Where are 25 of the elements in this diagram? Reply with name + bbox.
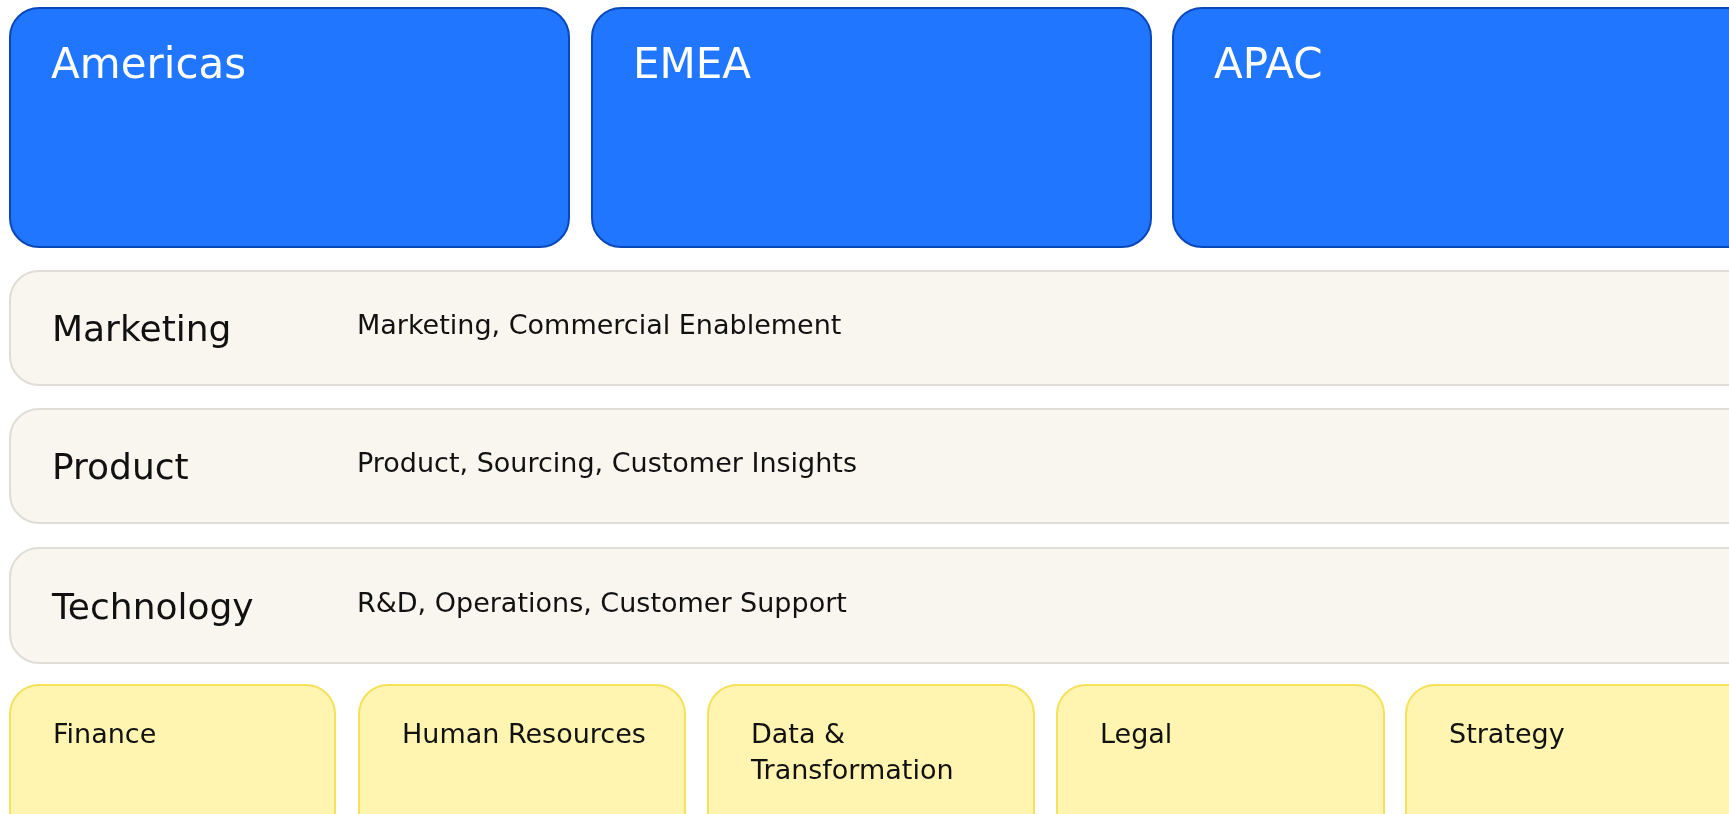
region-title: EMEA [633,39,752,88]
function-label: Data & Transformation [751,717,955,787]
department-band [9,547,1729,664]
region-title: Americas [51,39,247,88]
function-label: Legal [1100,717,1174,751]
band-heading: Product [52,445,189,487]
department-band [9,270,1729,386]
function-card [1056,684,1385,814]
region-card [591,7,1152,248]
band-description: Marketing, Commercial Enablement [357,309,842,341]
region-card [1172,7,1729,248]
region-card [9,7,570,248]
function-label: Strategy [1449,717,1566,751]
function-card [358,684,686,814]
region-title: APAC [1214,39,1323,88]
function-card [1405,684,1729,814]
function-card [707,684,1035,814]
function-card [9,684,336,814]
function-label: Finance [53,717,158,751]
band-heading: Marketing [52,307,232,349]
band-heading: Technology [52,585,254,626]
department-band [9,408,1729,524]
band-description: R&D, Operations, Customer Support [357,586,847,618]
function-label: Human Resources [402,717,647,751]
band-description: Product, Sourcing, Customer Insights [357,447,857,479]
